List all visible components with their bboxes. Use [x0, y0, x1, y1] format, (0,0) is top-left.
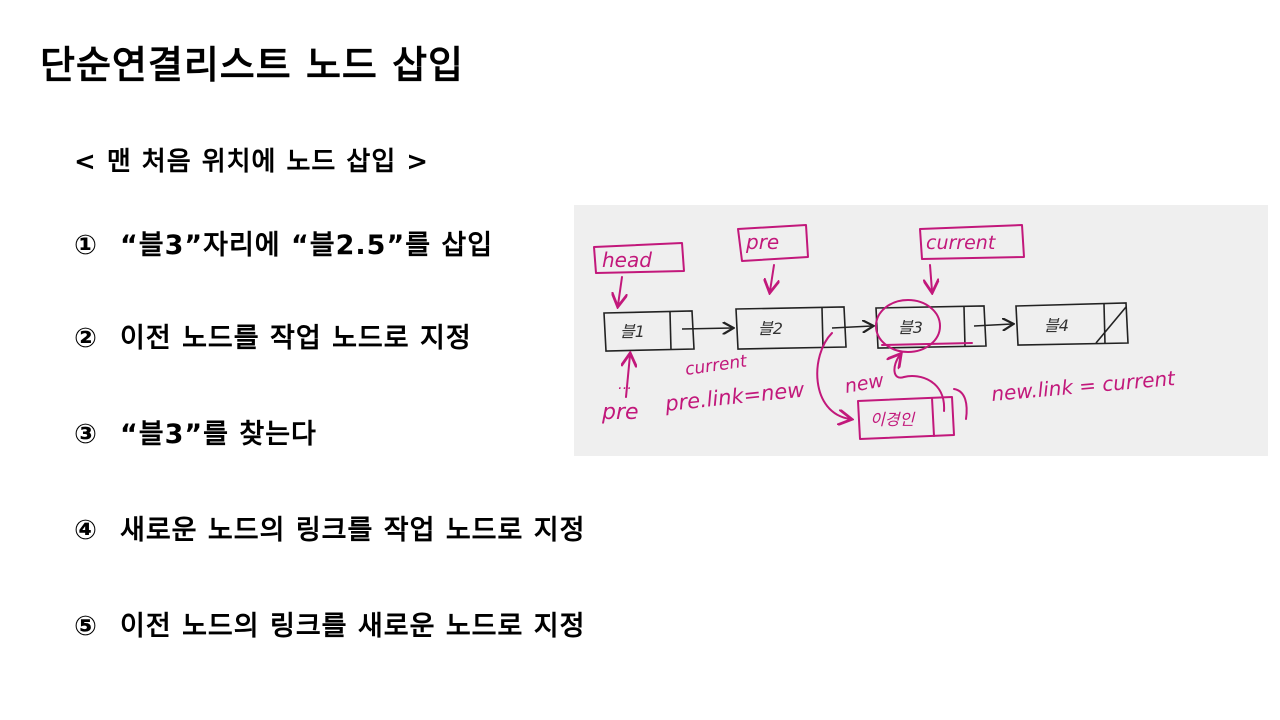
svg-text:pre: pre [745, 230, 779, 254]
link-arrow [831, 326, 872, 328]
new-link-annotation: new.link = current [990, 366, 1177, 406]
node-4-box [1015, 302, 1129, 346]
step-number: ② [74, 323, 98, 354]
step-number: ④ [74, 515, 98, 546]
new-node-label: 이경인 [870, 410, 915, 429]
current-underline [881, 342, 973, 346]
step-number: ① [74, 230, 98, 261]
step-4: ④ 새로운 노드의 링크를 작업 노드로 지정 [74, 508, 585, 547]
step-1: ① “블3”자리에 “블2.5”를 삽입 [74, 223, 493, 262]
node-1-box [603, 310, 695, 352]
step-number: ⑤ [74, 611, 98, 642]
current-mid-label: current [684, 351, 750, 380]
pre-top-label: pre [737, 224, 809, 291]
slide-title: 단순연결리스트 노드 삽입 [40, 43, 465, 87]
pre-to-new-arrow [816, 332, 850, 419]
slide-subtitle: < 맨 처음 위치에 노드 삽입 > [74, 147, 430, 177]
step-text: 이전 노드의 링크를 새로운 노드로 지정 [120, 611, 586, 642]
new-node: new 이경인 [843, 369, 968, 440]
step-text: 새로운 노드의 링크를 작업 노드로 지정 [120, 515, 586, 546]
pre-link-annotation: pre.link=new [663, 377, 806, 416]
node-3-label: 블3 [898, 318, 923, 337]
node-2-box [735, 306, 847, 350]
link-arrow [681, 328, 732, 329]
step-3: ③ “블3”를 찾는다 [74, 412, 317, 451]
step-text: “블3”자리에 “블2.5”를 삽입 [120, 230, 494, 261]
current-node-circle [875, 299, 941, 353]
head-label: head [593, 242, 685, 305]
svg-text:pre: pre [601, 400, 639, 425]
step-number: ③ [74, 419, 98, 450]
node-1-label: 블1 [620, 322, 645, 341]
svg-text:…: … [618, 377, 632, 393]
new-to-current-arrow [894, 355, 946, 412]
node-4-label: 블4 [1044, 316, 1069, 335]
svg-text:new: new [843, 369, 886, 398]
svg-text:head: head [602, 248, 652, 272]
step-2: ② 이전 노드를 작업 노드로 지정 [74, 316, 472, 355]
step-text: “블3”를 찾는다 [120, 419, 317, 450]
step-text: 이전 노드를 작업 노드로 지정 [120, 323, 472, 354]
svg-text:current: current [926, 232, 997, 254]
node-3-box [875, 305, 987, 349]
node-2-label: 블2 [758, 319, 783, 338]
step-5: ⑤ 이전 노드의 링크를 새로운 노드로 지정 [74, 604, 585, 643]
link-arrow [973, 324, 1012, 326]
diagram-sketch: 블1 블2 블3 블4 head pre current … pre cu [593, 224, 1177, 440]
current-top-label: current [919, 224, 1025, 291]
pre-bottom-label: … pre [601, 355, 639, 425]
linked-list-diagram: 블1 블2 블3 블4 head pre current … pre cu [574, 205, 1268, 456]
